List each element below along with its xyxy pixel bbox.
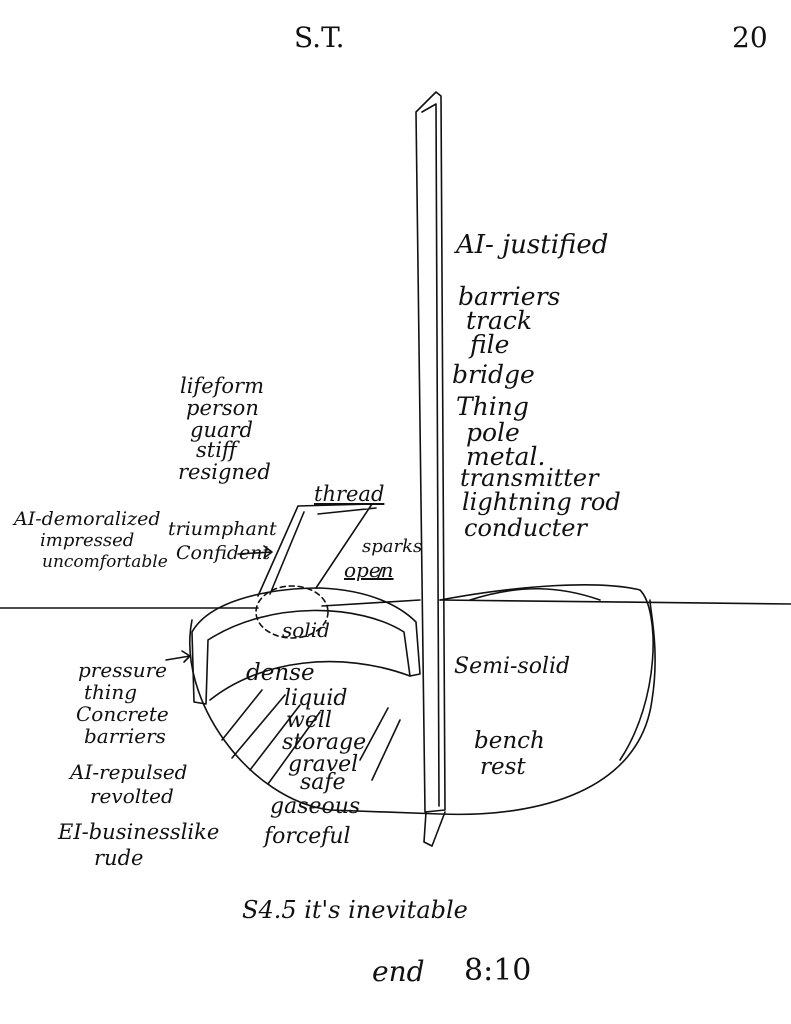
pole-base (423, 811, 446, 847)
dense-curve (209, 660, 411, 701)
lifeform-word: lifeform (180, 374, 264, 398)
sparks-tick (377, 567, 383, 579)
lifeform-word: person (186, 396, 259, 420)
footer-note: S4.5 it's inevitable (242, 896, 468, 924)
underground-oval (189, 599, 656, 816)
underground-oval-inner (439, 584, 654, 761)
thread-flag (257, 503, 377, 597)
lifeform-word: resigned (178, 460, 271, 484)
below-word: gaseous (270, 794, 361, 819)
ai-demoralized-word: AI-demoralized (14, 508, 161, 530)
pressure-word: thing (84, 680, 137, 704)
sparks-label: sparks (362, 536, 423, 557)
lifeform-word: stiff (196, 438, 237, 462)
end-label: end (372, 955, 425, 988)
triumphant-word: Confident (176, 542, 271, 564)
right-lobe-curve (469, 587, 601, 601)
hatch-lines (221, 689, 401, 785)
pole-word: lightning rod (462, 488, 621, 516)
pole-word: transmitter (460, 464, 599, 492)
repulsed-word: AI-repulsed (70, 760, 188, 784)
pressure-word: Concrete (76, 702, 169, 726)
bridge-arc (191, 587, 421, 705)
pole-word: conducter (464, 514, 587, 542)
pole-word: track (466, 306, 533, 335)
below-word: safe (300, 770, 346, 795)
pole-word: file (470, 330, 510, 359)
pole-inner (421, 103, 440, 807)
below-word: well (286, 708, 332, 733)
solid-circle (255, 585, 329, 639)
below-word: liquid (284, 686, 348, 711)
pole-word: bridge (452, 360, 535, 389)
below-word: gravel (288, 752, 359, 777)
businesslike-word: rude (94, 846, 144, 870)
pole-word: metal. (466, 442, 546, 471)
arrow-pressure (165, 650, 191, 663)
arrow-triumphant (237, 545, 273, 559)
lifeform-word: guard (190, 418, 253, 442)
pole (415, 91, 446, 813)
pressure-word: pressure (78, 658, 168, 682)
pressure-word: barriers (84, 724, 166, 748)
triumphant-word: triumphant (168, 518, 277, 540)
repulsed-word: revolted (90, 784, 174, 808)
ground-line (0, 599, 791, 609)
pole-word: Thing (456, 392, 529, 421)
ai-demoralized-word: impressed (40, 530, 135, 551)
bench-word: bench (474, 728, 545, 754)
below-word: storage (282, 730, 367, 755)
thread-label: thread (314, 482, 385, 506)
semi-solid-label: Semi-solid (454, 654, 571, 679)
solid-label: solid (282, 618, 330, 642)
open-label: open (344, 558, 394, 582)
businesslike-word: EI-businesslike (58, 820, 220, 844)
pole-word: AI- justified (456, 230, 609, 260)
page-number: 20 (732, 21, 768, 54)
below-word: dense (246, 660, 315, 686)
pole-word: pole (466, 418, 520, 447)
below-word: forceful (264, 824, 351, 849)
end-time: 8:10 (464, 953, 532, 988)
ai-demoralized-word: uncomfortable (42, 552, 168, 572)
bench-word: rest (480, 754, 526, 780)
pole-word: barriers (458, 282, 561, 311)
initials: S.T. (294, 21, 345, 54)
